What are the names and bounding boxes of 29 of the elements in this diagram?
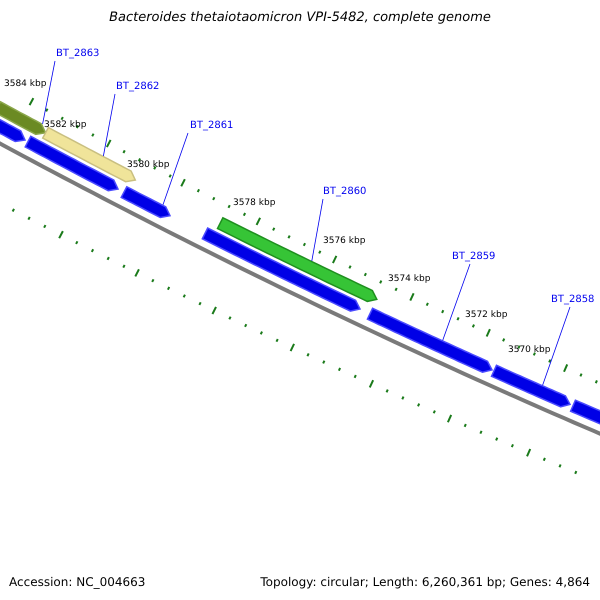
gene-label: BT_2861 xyxy=(190,120,234,131)
gene-feature xyxy=(120,186,172,218)
scale-label: 3570 kbp xyxy=(508,345,550,356)
gene-label: BT_2862 xyxy=(116,81,160,92)
scale-label: 3580 kbp xyxy=(127,160,170,170)
leader-line xyxy=(42,60,56,124)
gene-label: BT_2859 xyxy=(452,251,496,262)
leader-line xyxy=(542,306,570,386)
gene-label: BT_2858 xyxy=(551,294,594,305)
gene-feature xyxy=(570,399,600,428)
scale-label: 3574 kbp xyxy=(388,274,430,284)
gene-feature xyxy=(216,216,378,302)
scale-label: 3576 kbp xyxy=(323,236,366,246)
gene-feature xyxy=(490,364,572,408)
leader-line xyxy=(162,132,188,206)
gene-feature xyxy=(366,307,494,373)
scale-label: 3584 kbp xyxy=(4,78,46,89)
leader-line xyxy=(442,264,470,341)
scale-label: 3582 kbp xyxy=(44,120,86,130)
gene-label: BT_2863 xyxy=(56,48,100,59)
footer-text: Topology: circular; Length: 6,260,361 bp; Genes: 4,864 xyxy=(260,575,590,589)
leader-line xyxy=(103,94,116,156)
leader-line xyxy=(311,198,324,262)
title: Bacteroides thetaiotaomicron VPI-5482, complete genome xyxy=(108,10,492,25)
scale-label: 3572 kbp xyxy=(465,310,508,320)
footer-text: Accession: NC_004663 xyxy=(9,575,146,589)
scale-label: 3578 kbp xyxy=(233,198,276,208)
gene-label: BT_2860 xyxy=(323,186,366,197)
gene-feature xyxy=(24,135,120,192)
